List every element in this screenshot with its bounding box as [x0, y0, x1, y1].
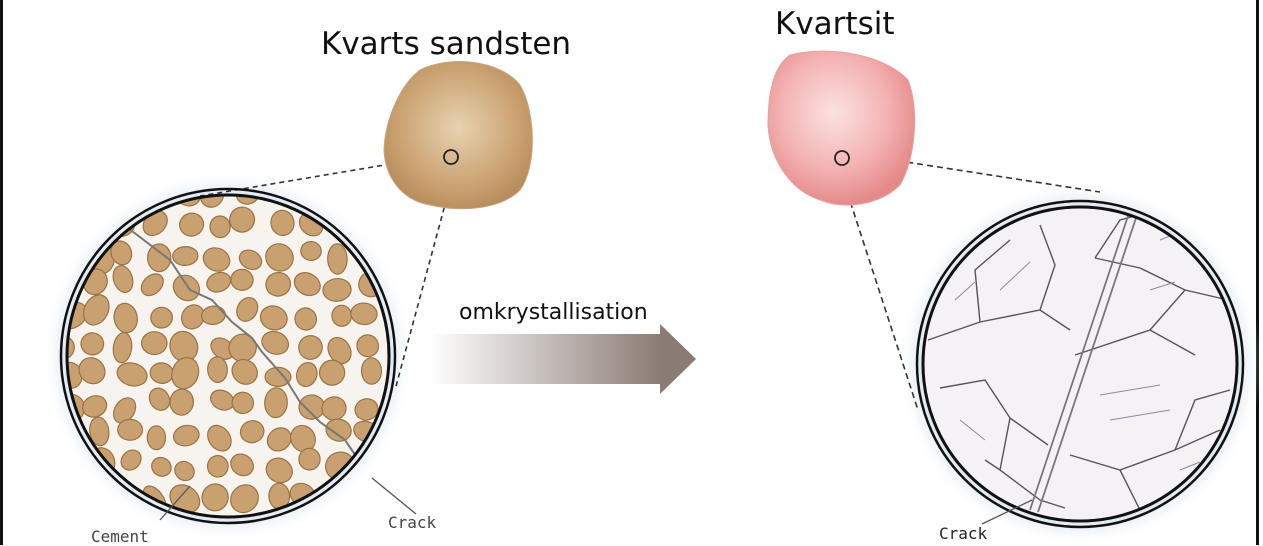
sandstone-title: Kvarts sandsten	[321, 26, 571, 62]
sand-grain	[147, 426, 166, 450]
sand-grain	[141, 331, 167, 354]
sand-grain	[361, 358, 381, 385]
left-crack-label: Crack	[388, 513, 436, 532]
sand-grain	[172, 246, 198, 266]
sand-grain	[327, 244, 347, 275]
sand-grain	[331, 305, 352, 327]
right-arrow-icon	[430, 324, 696, 394]
sand-grain	[299, 448, 321, 470]
cement-label: Cement	[91, 527, 149, 546]
process-label: omkrystallisation	[459, 300, 648, 325]
left-crack-pointer	[372, 478, 416, 514]
quartzite-specimen-icon	[768, 51, 915, 205]
right-crack-label: Crack	[939, 524, 987, 543]
sand-grain	[118, 419, 143, 440]
quartzite-title: Kvartsit	[775, 6, 895, 42]
sandstone-specimen-icon	[384, 62, 532, 209]
